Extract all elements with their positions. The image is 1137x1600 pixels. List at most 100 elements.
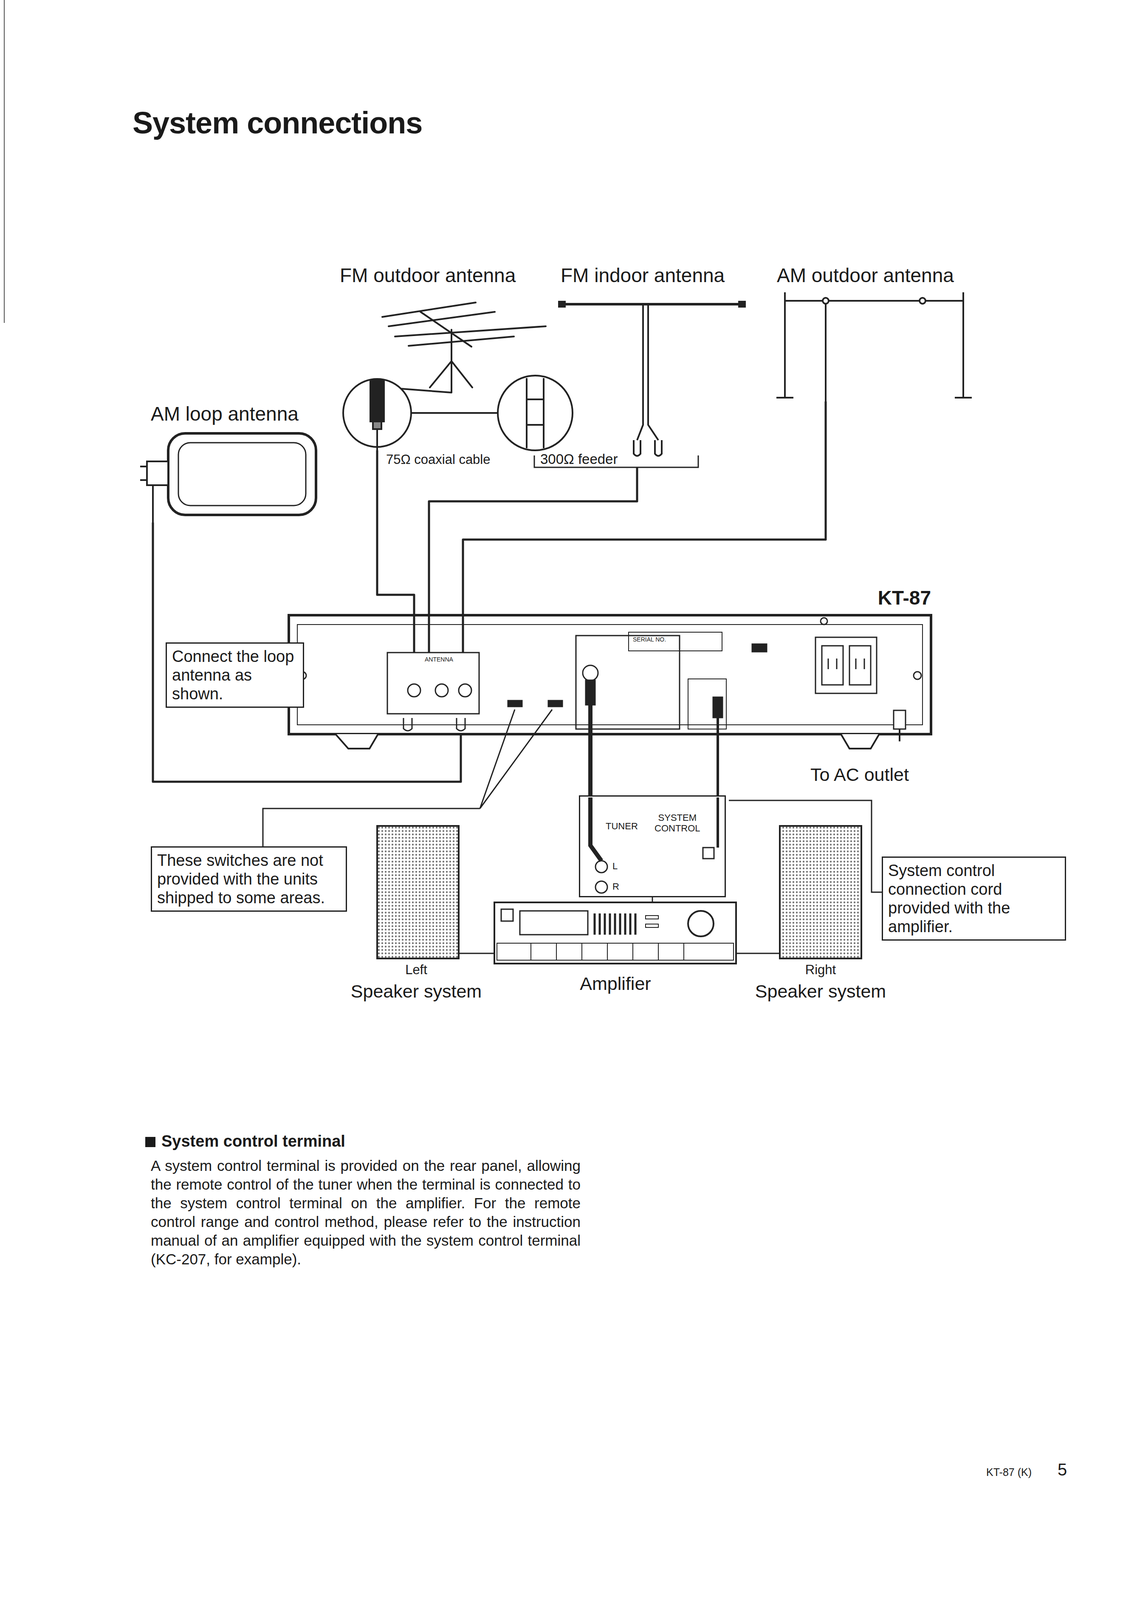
- node-text: System control connection cord provided …: [888, 860, 1060, 936]
- page-margin-line: [3, 0, 5, 323]
- amplifier-front: [519, 910, 588, 935]
- amplifier-rear-detail: [590, 797, 718, 903]
- amplifier-rear-detail: [595, 860, 608, 873]
- tuner-rear-panel: [751, 643, 768, 652]
- speaker: LeftSpeaker system: [331, 825, 502, 1017]
- tuner-rear-panel: [288, 615, 932, 749]
- amplifier-rear-detail: [716, 797, 720, 848]
- amplifier-rear-detail: [595, 880, 608, 893]
- cable: [428, 467, 638, 616]
- tuner-rear-panel: [893, 710, 906, 729]
- node-text: SYSTEM CONTROL: [654, 812, 701, 834]
- tuner-rear-panel: [913, 671, 922, 680]
- tuner-rear-panel: [849, 645, 871, 685]
- coax-detail: [526, 378, 544, 449]
- antenna-figure: AM outdoor antenna: [773, 261, 982, 402]
- node-text: AM loop antenna: [150, 403, 328, 424]
- tuner-rear-panel: [435, 683, 449, 697]
- node-text: AM outdoor antenna: [776, 265, 978, 286]
- cable-label: 300Ω feeder: [538, 451, 620, 466]
- tuner-rear-panel: [828, 658, 865, 669]
- amplifier-front: [594, 913, 636, 935]
- am-outdoor-antenna: [776, 292, 972, 402]
- tuner-rear-panel: KT-87: [288, 615, 932, 734]
- page-title: System connections: [132, 106, 423, 140]
- coax-detail: [370, 380, 384, 422]
- amplifier-front: [645, 923, 659, 928]
- tuner-rear-panel: [585, 679, 596, 706]
- node-text: KT-87: [288, 586, 932, 609]
- tuner-rear-panel: [628, 631, 723, 651]
- node-text: FM indoor antenna: [560, 265, 748, 286]
- cable: [588, 733, 593, 796]
- bullet-square: [145, 1136, 156, 1147]
- fm-indoor-antenna: [534, 301, 745, 468]
- tuner-rear-panel: [403, 717, 466, 731]
- amplifier-front: [496, 942, 734, 960]
- note-box: System control connection cord provided …: [881, 856, 1067, 941]
- coax-detail: [411, 411, 498, 414]
- speaker: RightSpeaker system: [735, 825, 906, 1017]
- am-outdoor-antenna: [822, 297, 829, 304]
- node-text: Speaker system: [350, 981, 482, 1002]
- leader-lines: [262, 709, 882, 892]
- tuner-rear-panel: [820, 617, 828, 625]
- fm-indoor-antenna: [739, 301, 745, 307]
- am-outdoor-antenna: [776, 292, 972, 402]
- tuner-rear-panel: [898, 728, 901, 742]
- node-text: TUNER: [605, 821, 638, 832]
- tuner-rear-panel: [716, 717, 720, 734]
- node-text: Right: [805, 962, 836, 977]
- node-text: FM outdoor antenna: [339, 265, 544, 286]
- text-label: SERIAL NO.: [632, 636, 666, 643]
- tuner-rear-panel: [582, 665, 599, 681]
- amplifier-front: [501, 908, 514, 921]
- cable: [377, 450, 415, 616]
- fm-indoor-antenna: [558, 301, 565, 307]
- antenna-figure: FM indoor antenna: [552, 261, 757, 468]
- body-text: A system control terminal is provided on…: [150, 1156, 581, 1269]
- amplifier-front: [645, 915, 659, 919]
- am-loop-antenna: [140, 433, 316, 523]
- amplifier-front: [688, 910, 714, 937]
- amplifier-front: [494, 902, 737, 964]
- node-text: These switches are not provided with the…: [157, 850, 341, 907]
- amplifier-rear-detail: [702, 847, 714, 859]
- amplifier: Amplifier: [494, 902, 737, 998]
- amplifier-front: [530, 942, 684, 960]
- note-box: Connect the loop antenna as shown.: [165, 642, 305, 708]
- antenna-figure: AM loop antenna: [135, 399, 328, 523]
- speaker-cabinets: [779, 825, 862, 959]
- speaker-cabinets: [377, 825, 862, 959]
- tuner-rear-panel: [387, 652, 480, 714]
- tuner-rear-panel: [335, 733, 880, 749]
- tuner-rear-panel: [712, 696, 723, 718]
- cable: [152, 522, 461, 782]
- tuner-rear-panel: [815, 637, 877, 694]
- text-label: R: [612, 881, 620, 892]
- am-outdoor-antenna: [919, 297, 926, 304]
- tuner-rear-panel: [414, 615, 463, 653]
- antenna-figure: FM outdoor antenna: [335, 261, 548, 451]
- tuner-rear-panel: [547, 699, 563, 707]
- fm-indoor-antenna: [561, 302, 743, 306]
- am-loop-antenna: [140, 466, 153, 523]
- text-label: L: [612, 860, 618, 872]
- coax-detail: [343, 375, 573, 451]
- node-text: Left: [405, 962, 428, 977]
- leader-lines: [728, 800, 882, 892]
- speaker-cabinets: [458, 952, 780, 954]
- coax-detail: [497, 375, 573, 451]
- tuner-rear-panel: [407, 683, 421, 697]
- cable: [462, 401, 826, 616]
- text-label: To AC outlet: [810, 764, 909, 785]
- fm-indoor-antenna: [637, 304, 659, 441]
- amplifier-rear-detail: [590, 797, 602, 861]
- leader-lines: [262, 709, 553, 847]
- cable-label: 75Ω coaxial cable: [384, 452, 493, 466]
- cable: [716, 733, 720, 796]
- page-margin-line: [3, 0, 5, 323]
- tuner-rear-panel: [588, 705, 593, 734]
- coax-detail: [376, 428, 379, 451]
- tuner-rear-panel: [688, 678, 727, 729]
